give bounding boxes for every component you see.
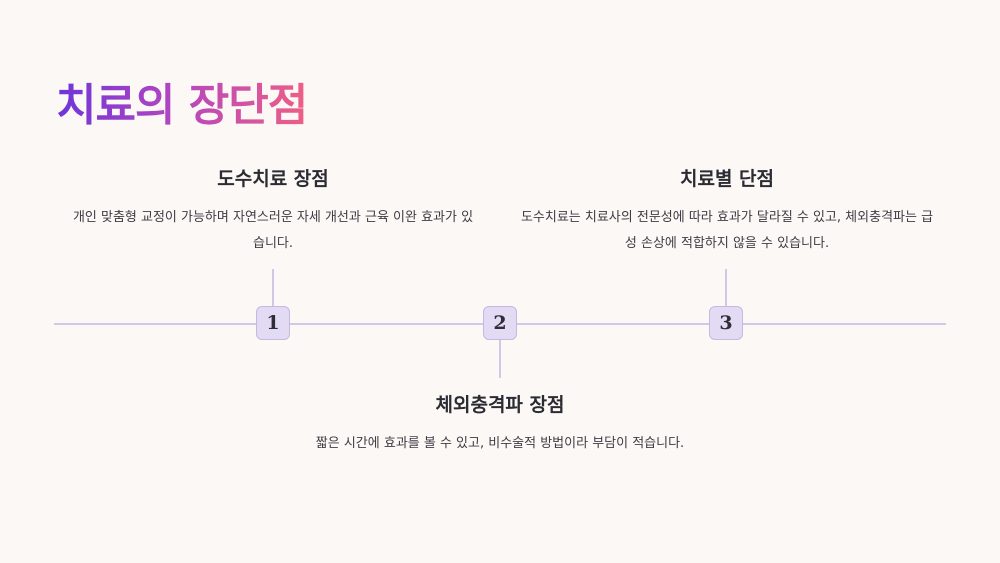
item-description: 짧은 시간에 효과를 볼 수 있고, 비수술적 방법이라 부담이 적습니다. xyxy=(315,436,685,451)
timeline-marker-1: 1 xyxy=(256,306,290,340)
item-heading: 치료별 단점 xyxy=(679,168,774,190)
timeline-item-manual-therapy-pros: 도수치료 장점 개인 맞춤형 교정이 가능하며 자연스러운 자세 개선과 근육 … xyxy=(68,165,478,257)
connector-3 xyxy=(725,269,727,307)
timeline-item-therapy-cons: 치료별 단점 도수치료는 치료사의 전문성에 따라 효과가 달라질 수 있고, … xyxy=(520,165,934,257)
item-description: 도수치료는 치료사의 전문성에 따라 효과가 달라질 수 있고, 체외충격파는 … xyxy=(520,210,934,251)
connector-2 xyxy=(499,340,501,378)
timeline-marker-3: 3 xyxy=(709,306,743,340)
slide-title: 치료의 장단점 xyxy=(56,76,308,136)
timeline-item-shockwave-pros: 체외충격파 장점 짧은 시간에 효과를 볼 수 있고, 비수술적 방법이라 부담… xyxy=(280,391,720,457)
item-heading: 도수치료 장점 xyxy=(217,168,329,190)
connector-1 xyxy=(272,269,274,307)
timeline-marker-2: 2 xyxy=(483,306,517,340)
item-description: 개인 맞춤형 교정이 가능하며 자연스러운 자세 개선과 근육 이완 효과가 있… xyxy=(72,210,474,251)
item-heading: 체외충격파 장점 xyxy=(435,394,565,416)
